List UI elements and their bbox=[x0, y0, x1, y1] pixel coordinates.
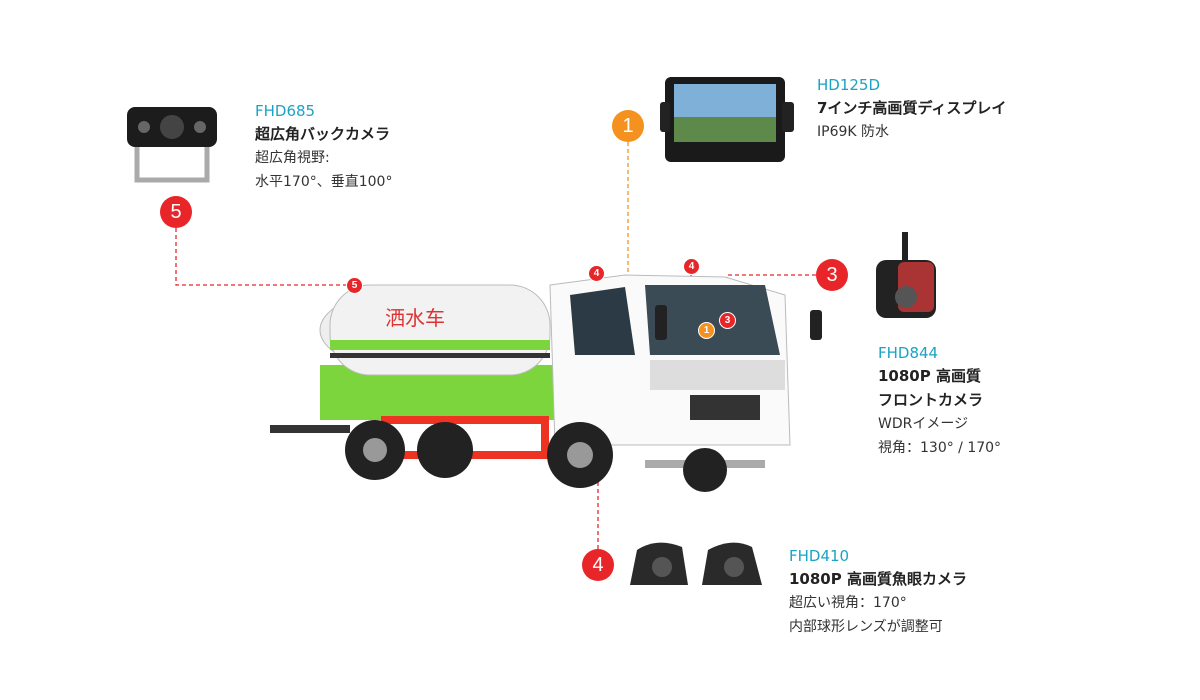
product-desc: 超広角視野: bbox=[255, 150, 330, 166]
product-desc: 超広い視角：170° bbox=[789, 595, 907, 611]
product-title: 1080P 高画質 bbox=[878, 367, 981, 385]
model-label: FHD844 bbox=[878, 344, 939, 362]
product-title: 1080P 高画質魚眼カメラ bbox=[789, 570, 967, 588]
product-fhd685: FHD685 超広角バックカメラ 超広角視野: 水平170°、垂直100° bbox=[255, 100, 392, 194]
product-desc: WDRイメージ bbox=[878, 416, 969, 432]
front-camera-image bbox=[876, 232, 936, 318]
product-title: 超広角バックカメラ bbox=[255, 125, 391, 143]
model-label: FHD410 bbox=[789, 547, 850, 565]
product-title-line2: フロントカメラ bbox=[878, 391, 984, 409]
marker-3: 3 bbox=[816, 259, 848, 291]
product-fhd844: FHD844 1080P 高画質 フロントカメラ WDRイメージ 視角：130°… bbox=[878, 342, 1001, 460]
product-title: 7インチ高画質ディスプレイ bbox=[817, 99, 1007, 117]
tank-text: 洒水车 bbox=[385, 306, 445, 330]
truck-marker-5: 5 bbox=[346, 277, 363, 294]
marker-4: 4 bbox=[582, 549, 614, 581]
truck-marker-3: 3 bbox=[719, 312, 736, 329]
connector-5 bbox=[175, 228, 346, 286]
product-hd125d: HD125D 7インチ高画質ディスプレイ IP69K 防水 bbox=[817, 74, 1006, 144]
truck-marker-4-left: 4 bbox=[588, 265, 605, 282]
marker-5: 5 bbox=[160, 196, 192, 228]
truck-marker-1: 1 bbox=[698, 322, 715, 339]
product-fhd410: FHD410 1080P 高画質魚眼カメラ 超広い視角：170° 内部球形レンズ… bbox=[789, 545, 967, 639]
product-desc: 内部球形レンズが調整可 bbox=[789, 619, 943, 635]
product-desc: IP69K 防水 bbox=[817, 124, 890, 140]
model-label: FHD685 bbox=[255, 102, 316, 120]
truck-marker-4-right: 4 bbox=[683, 258, 700, 275]
product-desc: 視角：130° / 170° bbox=[878, 440, 1002, 456]
water-truck-image: 洒水车 bbox=[270, 274, 822, 492]
display-monitor-image bbox=[660, 77, 794, 162]
product-desc: 水平170°、垂直100° bbox=[255, 174, 393, 190]
model-label: HD125D bbox=[817, 76, 881, 94]
marker-1: 1 bbox=[612, 110, 644, 142]
backup-camera-image bbox=[127, 107, 217, 183]
fisheye-cameras-image bbox=[630, 542, 762, 585]
